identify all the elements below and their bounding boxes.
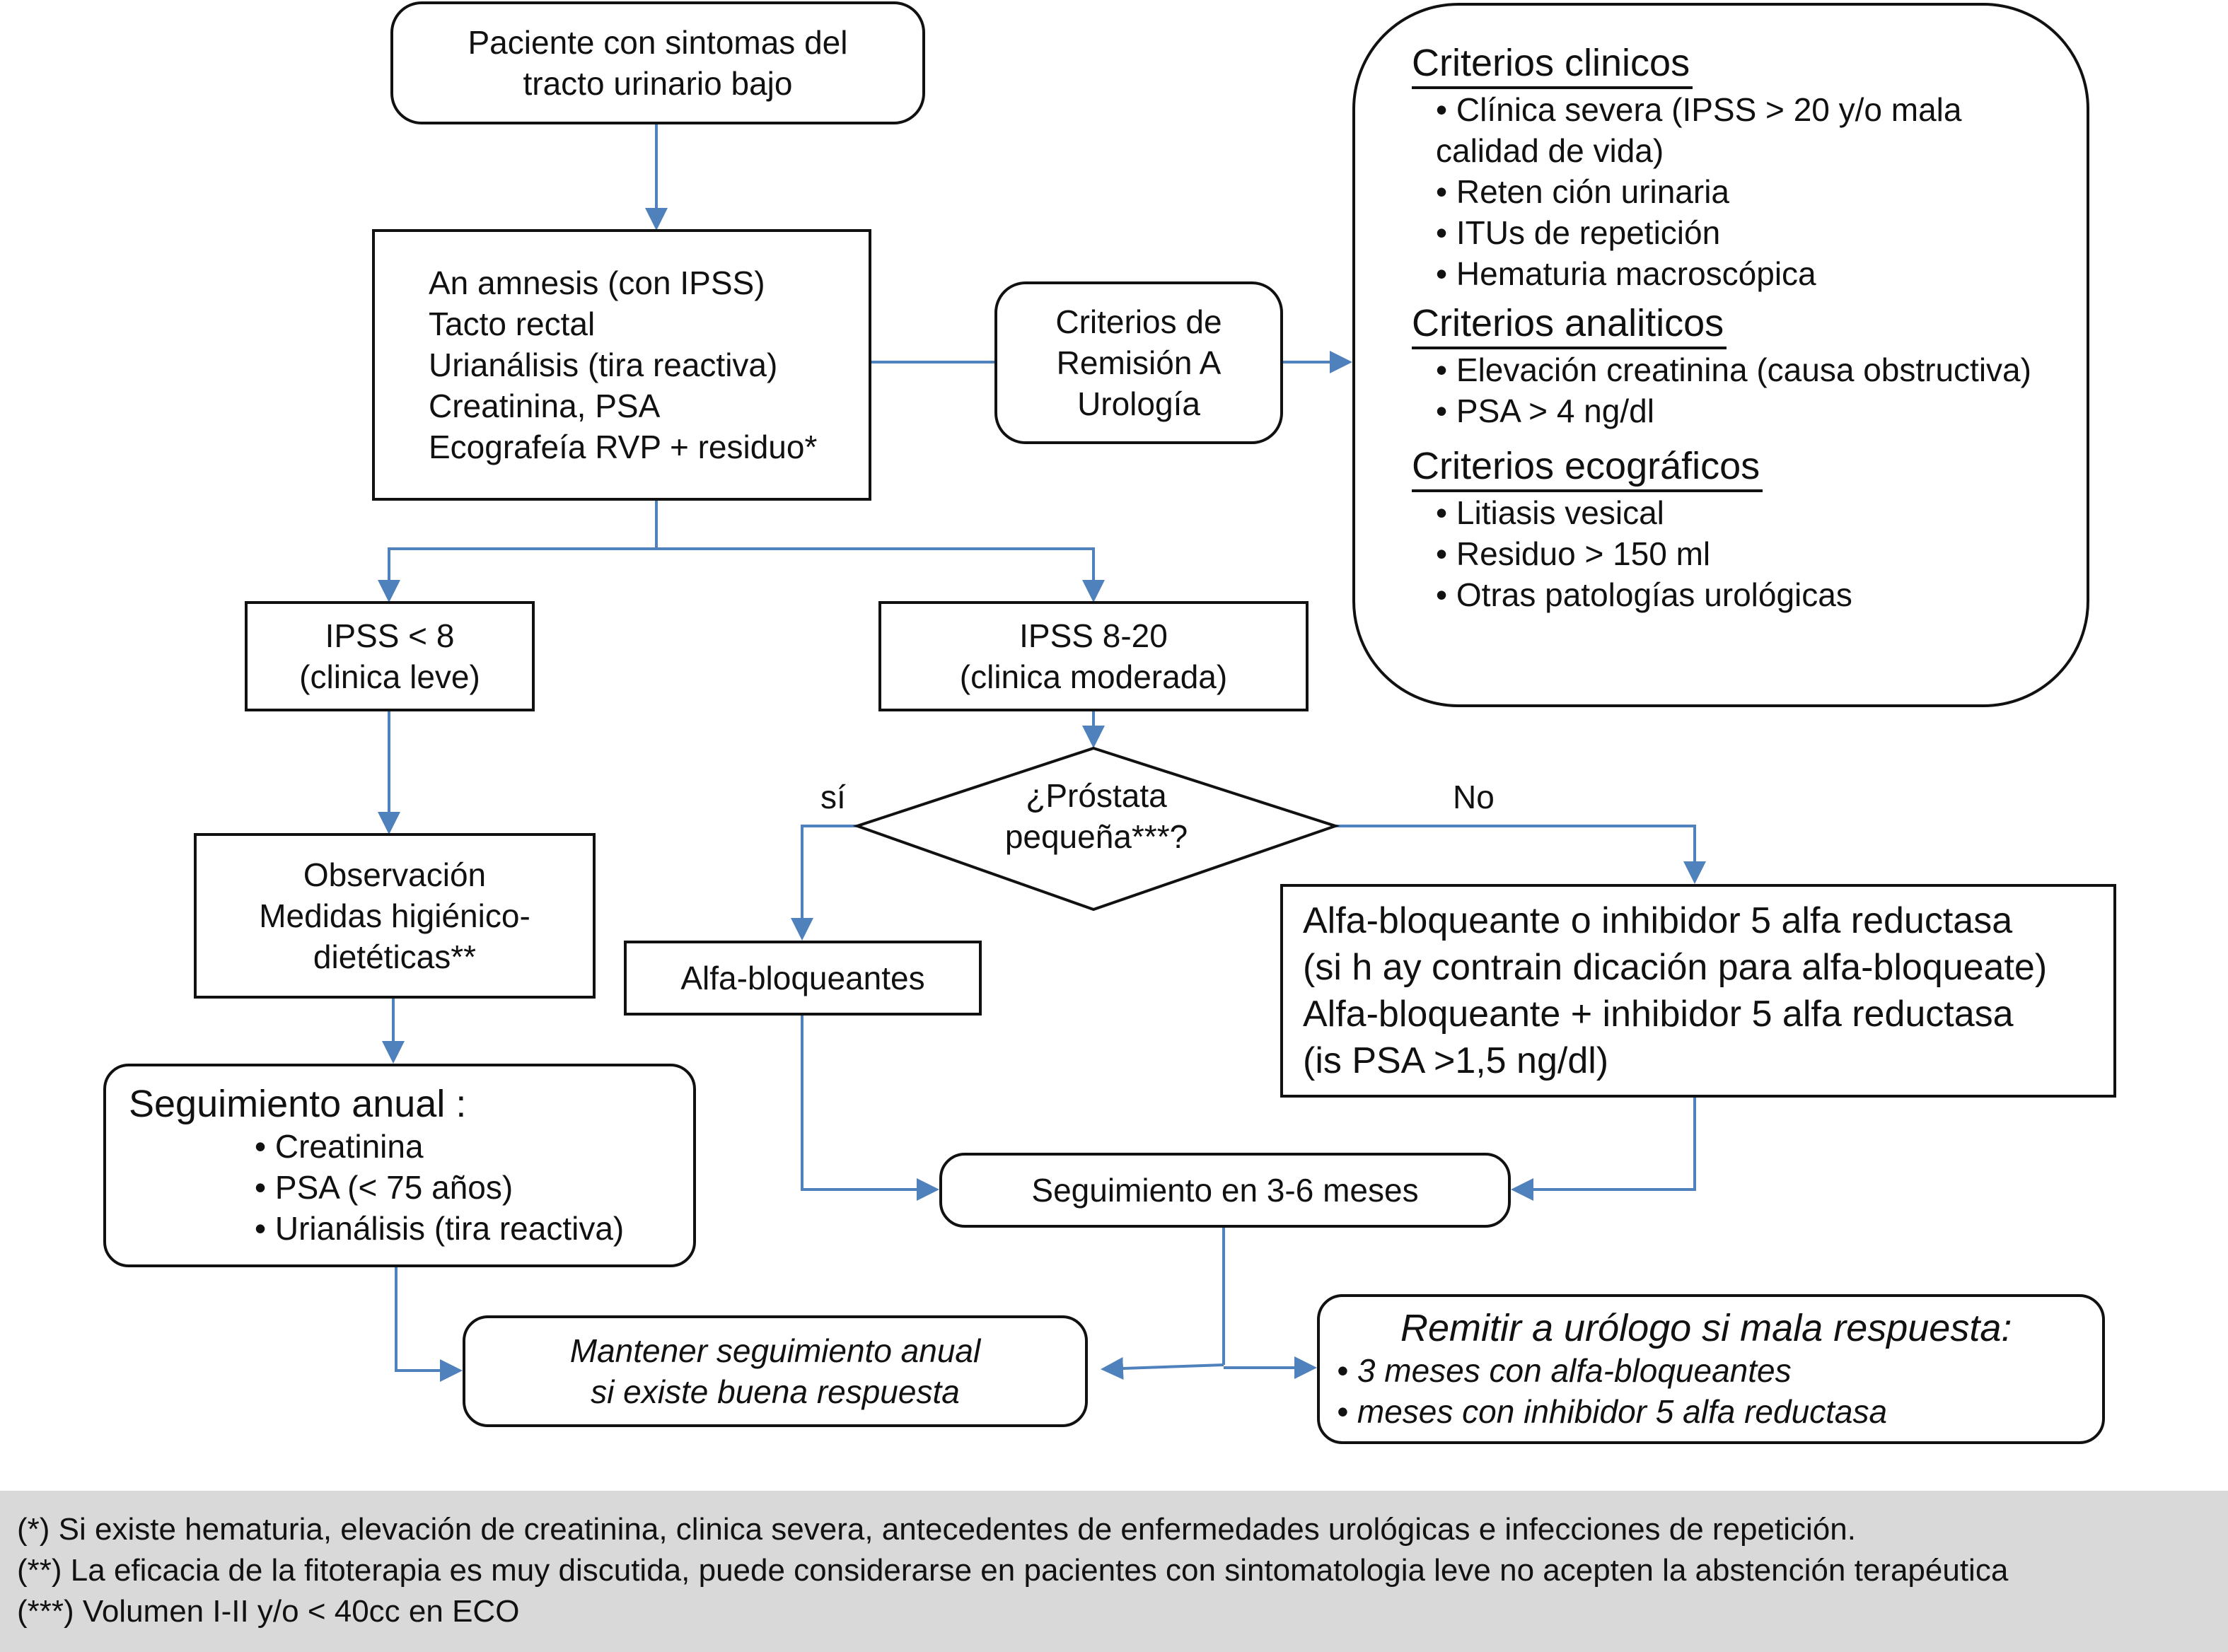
clinical-criteria-item: ITUs de repetición: [1412, 212, 2087, 253]
ultrasound-criteria-item: Otras patologías urológicas: [1412, 574, 2087, 615]
ultrasound-criteria-item: Residuo > 150 ml: [1412, 533, 2087, 574]
ipss-low-line: (clinica leve): [299, 658, 480, 695]
decision-line: ¿Próstata: [1026, 777, 1167, 814]
ipss-mid-line: (clinica moderada): [959, 658, 1228, 695]
start-line: tracto urinario bajo: [523, 65, 793, 102]
refer-bad-response-title: Remitir a urólogo si mala respuesta:: [1400, 1307, 2012, 1349]
alpha-blockers-label: Alfa-bloqueantes: [680, 960, 925, 996]
evaluation-line: Tacto rectal: [429, 306, 596, 342]
annual-followup-item: Urianálisis (tira reactiva): [129, 1208, 693, 1249]
arrow-to-maintain: [1101, 1357, 1224, 1380]
footnote: (**) La eficacia de la fitoterapia es mu…: [17, 1553, 2009, 1588]
observation-line: dietéticas**: [313, 938, 477, 975]
decision-text: ¿Próstata pequeña***?: [856, 775, 1337, 857]
arrow-decision-no: [1334, 825, 1706, 884]
ipss-mid-box: IPSS 8-20 (clinica moderada): [878, 601, 1309, 711]
refer-bad-response-box: Remitir a urólogo si mala respuesta: 3 m…: [1317, 1294, 2105, 1444]
maintain-line: Mantener seguimiento anual: [569, 1332, 981, 1369]
start-line: Paciente con sintomas del: [468, 24, 848, 61]
clinical-criteria-item: Clínica severa (IPSS > 20 y/o mala: [1412, 89, 2087, 130]
arrow-combo-to-followup: [1511, 1096, 1696, 1201]
referral-line: Remisión A: [1056, 344, 1222, 381]
clinical-criteria-item: Reten ción urinaria: [1412, 171, 2087, 212]
arrow-evaluation-to-ipss-mid: [656, 547, 1105, 603]
decision-yes-label: sí: [820, 779, 846, 815]
clinical-criteria-title: Criterios clinicos: [1412, 40, 1693, 89]
analytic-criteria-item: PSA > 4 ng/dl: [1412, 390, 2087, 431]
combo-line: (is PSA >1,5 ng/dl): [1303, 1040, 1609, 1081]
refer-bad-response-item: meses con inhibidor 5 alfa reductasa: [1337, 1391, 2102, 1432]
annual-followup-item: PSA (< 75 años): [129, 1167, 693, 1208]
followup-box: Seguimiento en 3-6 meses: [939, 1153, 1511, 1228]
analytic-criteria-title: Criterios analiticos: [1412, 300, 1727, 349]
referral-box: Criterios de Remisión A Urología: [994, 281, 1283, 444]
evaluation-line: Urianálisis (tira reactiva): [429, 347, 778, 383]
observation-box: Observación Medidas higiénico- dietética…: [194, 833, 596, 999]
annual-followup-item: Creatinina: [129, 1126, 693, 1167]
criteria-box: Criterios clinicos Clínica severa (IPSS …: [1352, 3, 2089, 707]
ipss-low-line: IPSS < 8: [325, 617, 455, 654]
evaluation-line: An amnesis (con IPSS): [429, 264, 765, 301]
annual-followup-box: Seguimiento anual : Creatinina PSA (< 75…: [103, 1064, 696, 1267]
evaluation-line: Creatinina, PSA: [429, 388, 661, 424]
arrow-evaluation-to-ipss-low: [378, 499, 658, 603]
combo-line: Alfa-bloqueante + inhibidor 5 alfa reduc…: [1303, 994, 2014, 1035]
ipss-mid-line: IPSS 8-20: [1019, 617, 1168, 654]
combo-treatment-box: Alfa-bloqueante o inhibidor 5 alfa reduc…: [1280, 884, 2116, 1098]
refer-bad-response-item: 3 meses con alfa-bloqueantes: [1337, 1350, 2102, 1391]
combo-line: Alfa-bloqueante o inhibidor 5 alfa reduc…: [1303, 900, 2013, 941]
analytic-criteria-section: Criterios analiticos Elevación creatinin…: [1412, 300, 2087, 431]
decision-line: pequeña***?: [1004, 818, 1188, 855]
ipss-low-box: IPSS < 8 (clinica leve): [245, 601, 535, 711]
maintain-box: Mantener seguimiento anual si existe bue…: [463, 1315, 1088, 1427]
followup-label: Seguimiento en 3-6 meses: [1031, 1172, 1419, 1209]
arrow-decision-yes: [791, 825, 859, 941]
start-box: Paciente con sintomas del tracto urinari…: [390, 1, 925, 124]
clinical-criteria-item: Hematuria macroscópica: [1412, 253, 2087, 294]
footnote: (***) Volumen I-II y/o < 40cc en ECO: [17, 1594, 520, 1629]
observation-line: Medidas higiénico-: [259, 897, 530, 934]
clinical-criteria-item: calidad de vida): [1436, 132, 1664, 169]
annual-followup-title: Seguimiento anual :: [129, 1083, 467, 1125]
evaluation-line: Ecografeía RVP + residuo*: [429, 429, 818, 465]
referral-line: Criterios de: [1055, 303, 1222, 340]
evaluation-box: An amnesis (con IPSS) Tacto rectal Urian…: [372, 229, 871, 501]
referral-line: Urología: [1077, 385, 1200, 422]
ultrasound-criteria-section: Criterios ecográficos Litiasis vesical R…: [1412, 443, 2087, 615]
decision-diamond: [852, 746, 1340, 912]
alpha-blockers-box: Alfa-bloqueantes: [624, 941, 982, 1016]
footnotes: (*) Si existe hematuria, elevación de cr…: [0, 1491, 2228, 1652]
clinical-criteria-section: Criterios clinicos Clínica severa (IPSS …: [1412, 40, 2087, 294]
maintain-line: si existe buena respuesta: [591, 1373, 960, 1410]
observation-line: Observación: [303, 856, 487, 893]
analytic-criteria-item: Elevación creatinina (causa obstructiva): [1412, 349, 2087, 390]
combo-line: (si h ay contrain dicación para alfa-blo…: [1303, 947, 2048, 988]
ultrasound-criteria-item: Litiasis vesical: [1412, 492, 2087, 533]
arrow-alpha-to-followup: [801, 1014, 939, 1201]
footnote: (*) Si existe hematuria, elevación de cr…: [17, 1512, 1856, 1547]
arrow-annual-to-maintain: [395, 1266, 463, 1382]
decision-no-label: No: [1453, 779, 1495, 815]
ultrasound-criteria-title: Criterios ecográficos: [1412, 443, 1763, 492]
